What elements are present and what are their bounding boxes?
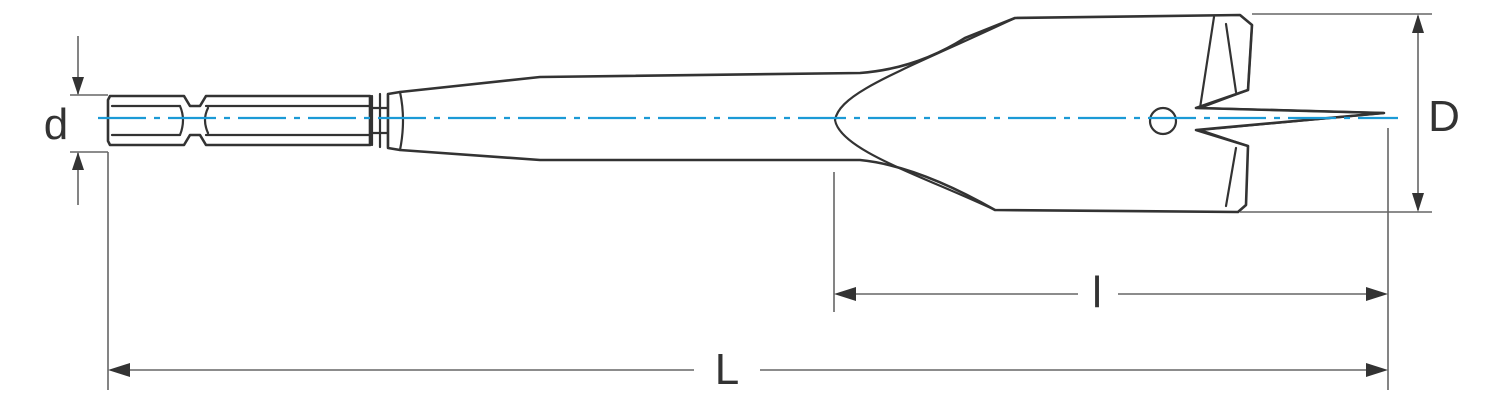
- hex-tip-chamfer: [110, 104, 185, 137]
- dimension-L: L: [107, 152, 1388, 394]
- L-arrowhead-right: [1366, 363, 1388, 377]
- neck-and-blade-outline: [386, 13, 1386, 214]
- shank-collar-lines: [370, 92, 390, 149]
- d-label: d: [44, 100, 68, 149]
- neck-ring: [398, 90, 405, 152]
- blade-ridge: [833, 16, 1017, 212]
- dimension-d: d: [44, 36, 108, 205]
- hanging-hole: [1148, 106, 1178, 136]
- hex-flat-lines: [203, 104, 372, 137]
- d-arrowhead-top: [72, 77, 84, 95]
- L-label: L: [715, 345, 739, 394]
- dimension-l: l: [833, 128, 1389, 390]
- l-arrowhead-right: [1366, 287, 1388, 301]
- D-arrowhead-bottom: [1412, 193, 1424, 212]
- center-point-lines: [1198, 88, 1386, 148]
- L-arrowhead-left: [108, 363, 130, 377]
- dimension-D: D: [1240, 13, 1460, 213]
- D-arrowhead-top: [1412, 14, 1424, 33]
- l-arrowhead-left: [834, 287, 856, 301]
- cutting-spur-lines: [1198, 15, 1254, 208]
- hex-shank: [106, 92, 390, 149]
- d-arrowhead-bottom: [72, 152, 84, 170]
- D-label: D: [1428, 92, 1460, 141]
- l-label: l: [1092, 268, 1102, 317]
- hex-shank-outline: [106, 94, 372, 147]
